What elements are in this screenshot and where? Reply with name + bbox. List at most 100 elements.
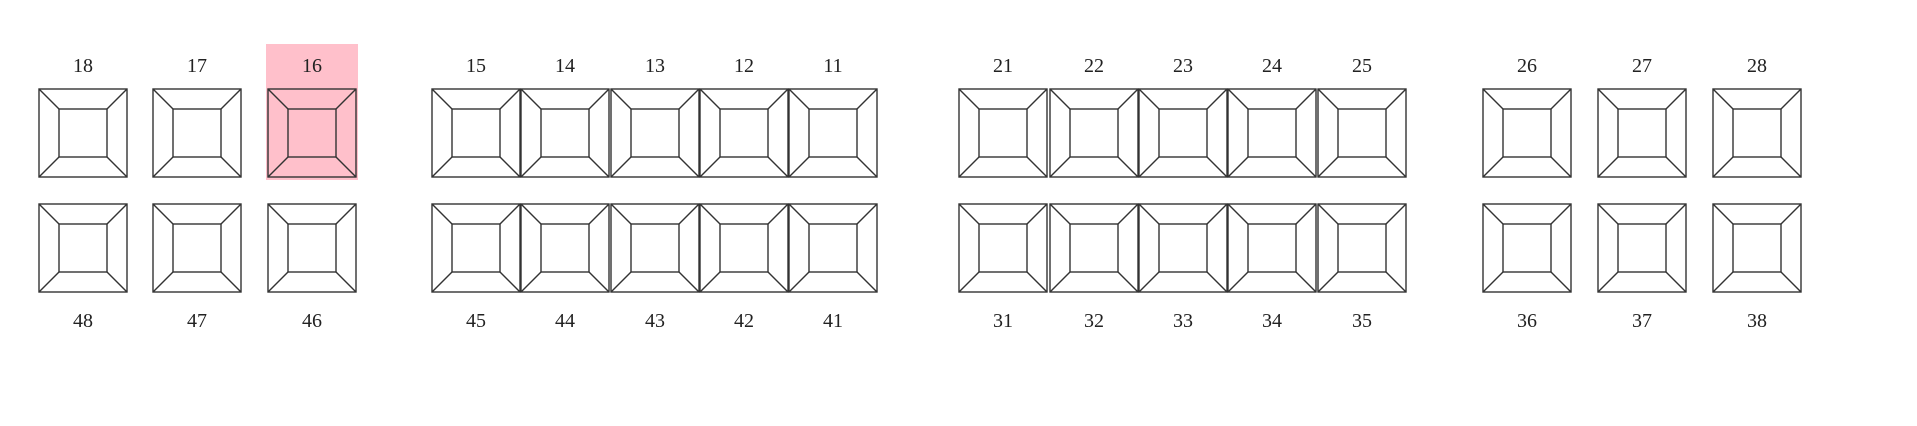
tooth-21-occlusal-surface[interactable] xyxy=(978,108,1028,158)
tooth-11-occlusal-surface[interactable] xyxy=(808,108,858,158)
tooth-17-occlusal-surface[interactable] xyxy=(172,108,222,158)
tooth-18-occlusal-surface[interactable] xyxy=(58,108,108,158)
tooth-15[interactable]: 15 xyxy=(431,55,521,178)
tooth-12-outer-surface[interactable] xyxy=(699,88,789,178)
tooth-41[interactable]: 41 xyxy=(788,203,878,332)
tooth-48[interactable]: 48 xyxy=(38,203,128,332)
tooth-42-outer-surface[interactable] xyxy=(699,203,789,293)
tooth-13[interactable]: 13 xyxy=(610,55,700,178)
tooth-43-outer-surface[interactable] xyxy=(610,203,700,293)
tooth-17-outer-surface[interactable] xyxy=(152,88,242,178)
tooth-46-outer-surface[interactable] xyxy=(267,203,357,293)
tooth-15-outer-surface[interactable] xyxy=(431,88,521,178)
tooth-27-outer-surface[interactable] xyxy=(1597,88,1687,178)
tooth-36-outer-surface[interactable] xyxy=(1482,203,1572,293)
tooth-44-corner-line xyxy=(588,271,610,293)
tooth-27[interactable]: 27 xyxy=(1597,55,1687,178)
tooth-21[interactable]: 21 xyxy=(958,55,1048,178)
tooth-34-occlusal-surface[interactable] xyxy=(1247,223,1297,273)
tooth-18-outer-surface[interactable] xyxy=(38,88,128,178)
tooth-14-outer-surface[interactable] xyxy=(520,88,610,178)
tooth-38-occlusal-surface[interactable] xyxy=(1732,223,1782,273)
tooth-42-occlusal-surface[interactable] xyxy=(719,223,769,273)
tooth-26[interactable]: 26 xyxy=(1482,55,1572,178)
tooth-33-outer-surface[interactable] xyxy=(1138,203,1228,293)
tooth-41-occlusal-surface[interactable] xyxy=(808,223,858,273)
tooth-47-outer-surface[interactable] xyxy=(152,203,242,293)
tooth-45-outer-surface[interactable] xyxy=(431,203,521,293)
tooth-17[interactable]: 17 xyxy=(152,55,242,178)
tooth-22-occlusal-surface[interactable] xyxy=(1069,108,1119,158)
tooth-48-outer-surface[interactable] xyxy=(38,203,128,293)
tooth-25[interactable]: 25 xyxy=(1317,55,1407,178)
tooth-24-outer-surface[interactable] xyxy=(1227,88,1317,178)
tooth-31-occlusal-surface[interactable] xyxy=(978,223,1028,273)
tooth-43-occlusal-surface[interactable] xyxy=(630,223,680,273)
tooth-46-occlusal-surface[interactable] xyxy=(287,223,337,273)
tooth-18[interactable]: 18 xyxy=(38,55,128,178)
tooth-26-occlusal-surface[interactable] xyxy=(1502,108,1552,158)
tooth-22-outer-surface[interactable] xyxy=(1049,88,1139,178)
tooth-47[interactable]: 47 xyxy=(152,203,242,332)
tooth-45-occlusal-surface[interactable] xyxy=(451,223,501,273)
tooth-27-occlusal-surface[interactable] xyxy=(1617,108,1667,158)
tooth-44[interactable]: 44 xyxy=(520,203,610,332)
tooth-36-occlusal-surface[interactable] xyxy=(1502,223,1552,273)
tooth-28-occlusal-surface[interactable] xyxy=(1732,108,1782,158)
tooth-41-outer-surface[interactable] xyxy=(788,203,878,293)
tooth-48-occlusal-surface[interactable] xyxy=(58,223,108,273)
tooth-36[interactable]: 36 xyxy=(1482,203,1572,332)
tooth-47-occlusal-surface[interactable] xyxy=(172,223,222,273)
tooth-16[interactable]: 16 xyxy=(266,44,358,180)
tooth-33-occlusal-surface[interactable] xyxy=(1158,223,1208,273)
tooth-47-corner-line xyxy=(152,271,174,293)
tooth-13-occlusal-surface[interactable] xyxy=(630,108,680,158)
tooth-31[interactable]: 31 xyxy=(958,203,1048,332)
tooth-25-occlusal-surface[interactable] xyxy=(1337,108,1387,158)
tooth-11[interactable]: 11 xyxy=(788,55,878,178)
tooth-12[interactable]: 12 xyxy=(699,55,789,178)
tooth-38[interactable]: 38 xyxy=(1712,203,1802,332)
tooth-46-corner-line xyxy=(335,203,357,225)
tooth-44-occlusal-surface[interactable] xyxy=(540,223,590,273)
tooth-38-outer-surface[interactable] xyxy=(1712,203,1802,293)
tooth-37-occlusal-surface[interactable] xyxy=(1617,223,1667,273)
tooth-14-occlusal-surface[interactable] xyxy=(540,108,590,158)
tooth-26-outer-surface[interactable] xyxy=(1482,88,1572,178)
tooth-42[interactable]: 42 xyxy=(699,203,789,332)
tooth-21-outer-surface[interactable] xyxy=(958,88,1048,178)
tooth-37-outer-surface[interactable] xyxy=(1597,203,1687,293)
tooth-23-outer-surface[interactable] xyxy=(1138,88,1228,178)
tooth-35-occlusal-surface[interactable] xyxy=(1337,223,1387,273)
tooth-23-corner-line xyxy=(1206,88,1228,110)
tooth-35-outer-surface[interactable] xyxy=(1317,203,1407,293)
tooth-16-outer-surface[interactable] xyxy=(267,88,357,178)
tooth-45[interactable]: 45 xyxy=(431,203,521,332)
tooth-32[interactable]: 32 xyxy=(1049,203,1139,332)
tooth-35[interactable]: 35 xyxy=(1317,203,1407,332)
tooth-37[interactable]: 37 xyxy=(1597,203,1687,332)
tooth-32-outer-surface[interactable] xyxy=(1049,203,1139,293)
tooth-24[interactable]: 24 xyxy=(1227,55,1317,178)
tooth-33[interactable]: 33 xyxy=(1138,203,1228,332)
tooth-12-occlusal-surface[interactable] xyxy=(719,108,769,158)
tooth-28-outer-surface[interactable] xyxy=(1712,88,1802,178)
tooth-43[interactable]: 43 xyxy=(610,203,700,332)
tooth-34[interactable]: 34 xyxy=(1227,203,1317,332)
tooth-16-occlusal-surface[interactable] xyxy=(287,108,337,158)
tooth-24-occlusal-surface[interactable] xyxy=(1247,108,1297,158)
tooth-22[interactable]: 22 xyxy=(1049,55,1139,178)
tooth-14[interactable]: 14 xyxy=(520,55,610,178)
tooth-13-outer-surface[interactable] xyxy=(610,88,700,178)
tooth-25-outer-surface[interactable] xyxy=(1317,88,1407,178)
tooth-11-outer-surface[interactable] xyxy=(788,88,878,178)
tooth-23[interactable]: 23 xyxy=(1138,55,1228,178)
tooth-32-occlusal-surface[interactable] xyxy=(1069,223,1119,273)
tooth-46[interactable]: 46 xyxy=(267,203,357,332)
tooth-23-occlusal-surface[interactable] xyxy=(1158,108,1208,158)
tooth-28[interactable]: 28 xyxy=(1712,55,1802,178)
tooth-34-outer-surface[interactable] xyxy=(1227,203,1317,293)
tooth-15-occlusal-surface[interactable] xyxy=(451,108,501,158)
tooth-31-outer-surface[interactable] xyxy=(958,203,1048,293)
tooth-44-outer-surface[interactable] xyxy=(520,203,610,293)
